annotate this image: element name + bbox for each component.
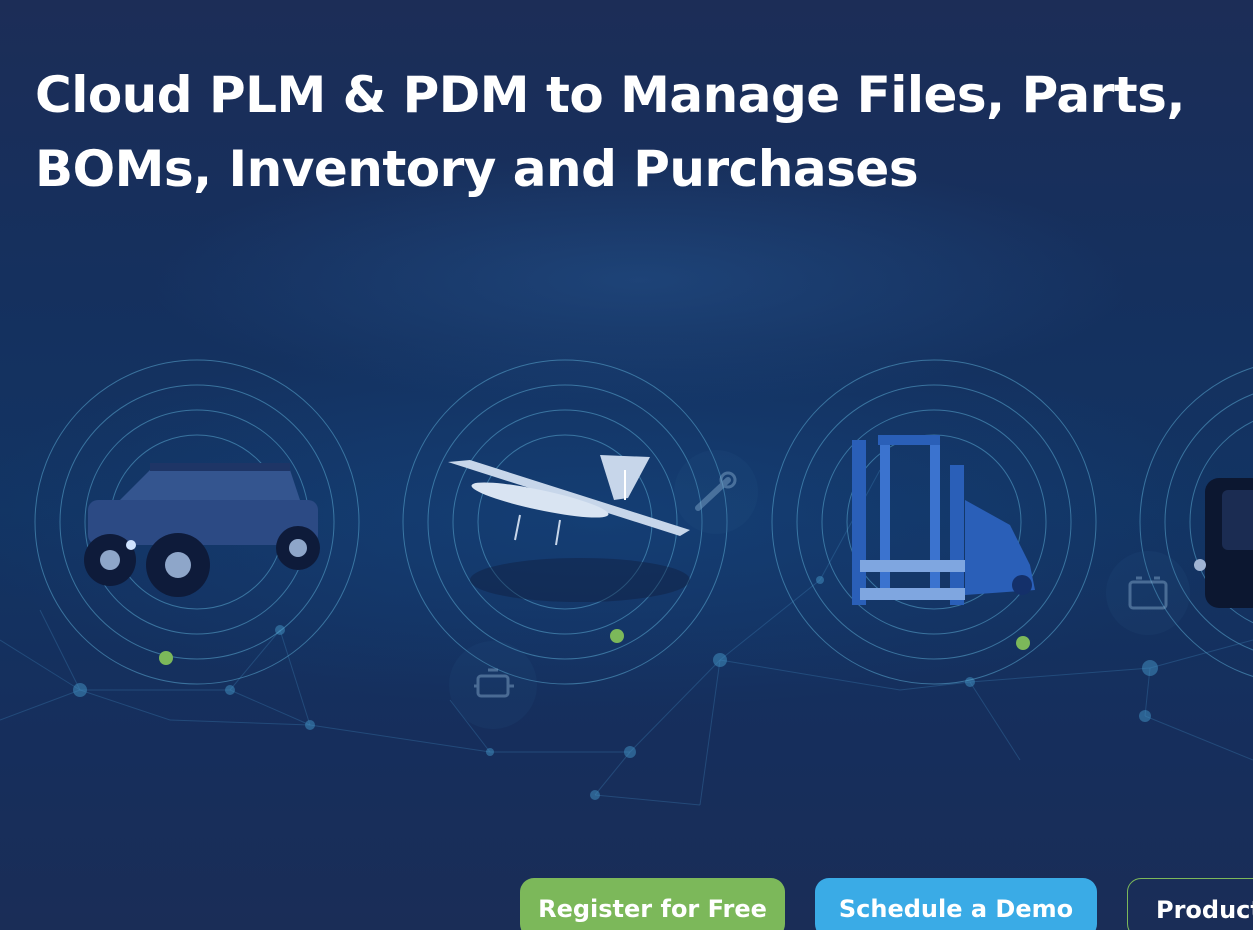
device-icon bbox=[1194, 478, 1253, 608]
ring-set bbox=[402, 359, 728, 685]
product-utv bbox=[34, 359, 360, 685]
utv-icon bbox=[84, 463, 320, 597]
product-tour-button[interactable]: Product Tour bbox=[1127, 878, 1253, 930]
product-marker-dot[interactable] bbox=[1016, 636, 1030, 650]
screw-icon bbox=[674, 450, 758, 534]
hero-title: Cloud PLM & PDM to Manage Files, Parts, B… bbox=[35, 58, 1235, 206]
drone-icon bbox=[448, 455, 690, 602]
forklift-icon bbox=[852, 435, 1035, 605]
engine-icon bbox=[449, 641, 537, 729]
battery-icon bbox=[1106, 551, 1190, 635]
hero-title-line-1: Cloud PLM & PDM to Manage Files, Parts, bbox=[35, 66, 1185, 124]
hero-title-line-2: BOMs, Inventory and Purchases bbox=[35, 140, 919, 198]
product-drone bbox=[402, 359, 728, 685]
network-nodes bbox=[73, 576, 1158, 800]
network-lines bbox=[0, 469, 1253, 806]
cta-button-row: Register for Free Schedule a Demo Produc… bbox=[0, 878, 1253, 930]
ring-set bbox=[1139, 367, 1253, 677]
product-marker-dot[interactable] bbox=[610, 629, 624, 643]
product-device bbox=[1139, 367, 1253, 677]
register-for-free-button[interactable]: Register for Free bbox=[520, 878, 785, 930]
ring-set bbox=[771, 359, 1097, 685]
product-forklift bbox=[771, 359, 1097, 685]
product-marker-dot[interactable] bbox=[159, 651, 173, 665]
schedule-demo-button[interactable]: Schedule a Demo bbox=[815, 878, 1097, 930]
